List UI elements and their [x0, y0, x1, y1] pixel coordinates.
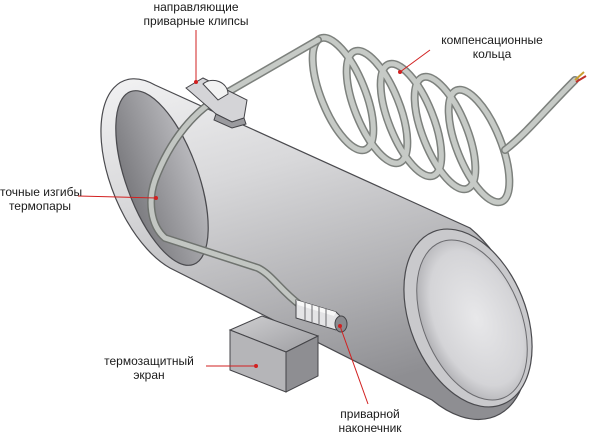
label-tip: приварной наконечник	[325, 407, 415, 435]
welded-tip	[295, 299, 348, 333]
label-comp-rings: компенсационные кольца	[426, 33, 558, 61]
label-shield: термозащитный экран	[100, 354, 198, 382]
leader-lines	[77, 30, 431, 405]
label-guide-clips-line2: приварные клипсы	[143, 14, 249, 28]
leader-dot-tip	[338, 324, 342, 328]
leader-tip	[339, 325, 369, 405]
thermocouple-sheath	[147, 92, 304, 309]
label-shield-line2: экран	[133, 368, 165, 382]
wire-end	[574, 71, 587, 83]
label-tip-line2: наконечник	[338, 421, 402, 435]
leader-dot-bends	[154, 196, 158, 200]
label-comp-rings-line2: кольца	[472, 47, 512, 61]
label-bends-line1: точные изгибы	[0, 185, 83, 199]
leader-dot-shield	[254, 364, 258, 368]
pipe	[100, 78, 533, 421]
label-comp-rings-line1: компенсационные	[441, 33, 543, 47]
leader-comp-rings	[399, 49, 431, 73]
leader-bends	[77, 195, 157, 199]
label-guide-clips-line1: направляющие	[153, 0, 239, 14]
leader-dot-clip	[194, 80, 198, 84]
leader-dot-rings	[398, 70, 402, 74]
label-bends: точные изгибы термопары	[0, 185, 83, 213]
heat-shield	[228, 315, 320, 393]
label-shield-line1: термозащитный	[104, 354, 194, 368]
label-tip-line1: приварной	[340, 407, 400, 421]
guide-clip	[185, 77, 248, 129]
label-guide-clips: направляющие приварные клипсы	[134, 0, 258, 28]
compensation-coil	[224, 33, 579, 207]
label-bends-line2: термопары	[8, 199, 72, 213]
